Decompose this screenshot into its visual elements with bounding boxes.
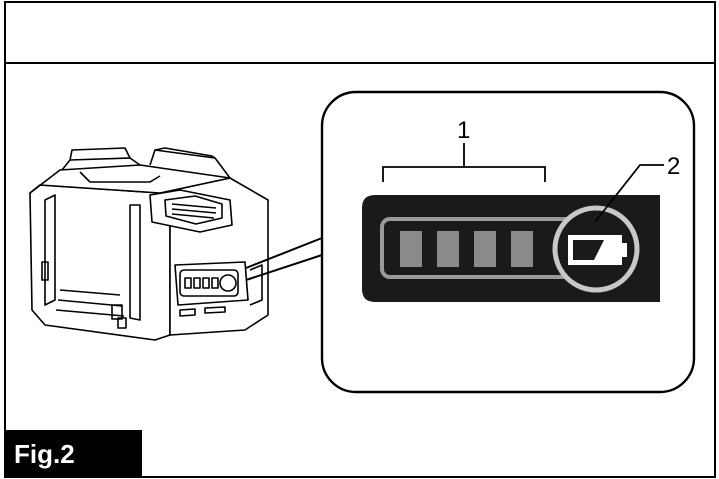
indicator-lamp <box>437 231 459 267</box>
callout-number-1: 1 <box>457 117 470 144</box>
zoom-leader-lower <box>245 254 323 281</box>
callout-bracket-1 <box>382 143 546 182</box>
battery-pack <box>29 147 269 341</box>
indicator-lamp <box>400 231 422 267</box>
indicator-lamp <box>511 231 533 267</box>
indicator-lamp <box>474 231 496 267</box>
callout-leader-2 <box>594 164 664 223</box>
callout-number-2: 2 <box>667 153 680 180</box>
battery-icon <box>568 235 627 265</box>
figure-frame <box>4 1 716 478</box>
zoom-leader-upper <box>245 237 323 269</box>
figure-label-box: Fig.2 <box>4 430 142 478</box>
figure-label: Fig.2 <box>14 438 75 469</box>
